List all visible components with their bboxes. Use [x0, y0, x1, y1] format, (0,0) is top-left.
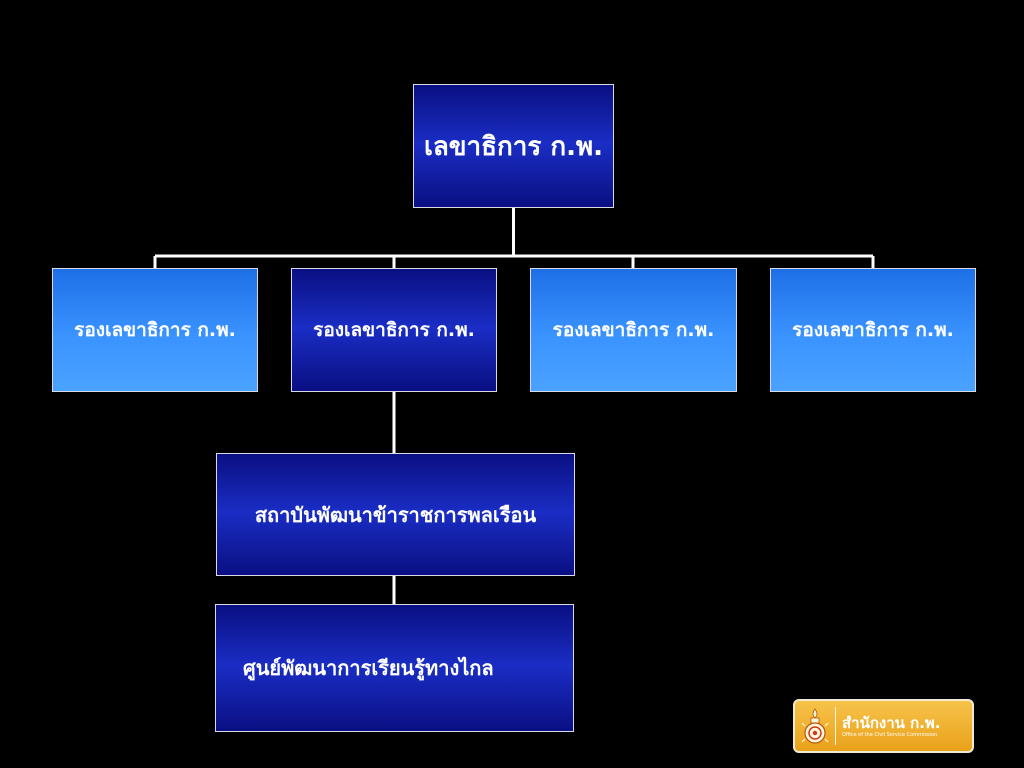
logo-text: สำนักงาน ก.พ. Office of the Civil Servic… [842, 714, 941, 739]
center-label: ศูนย์พัฒนาการเรียนรู้ทางไกล [243, 656, 494, 680]
deputy-secretary-label: รองเลขาธิการ ก.พ. [552, 319, 715, 341]
ocsc-logo: สำนักงาน ก.พ. Office of the Civil Servic… [793, 699, 974, 753]
institute-label: สถาบันพัฒนาข้าราชการพลเรือน [254, 502, 537, 527]
civil-service-development-institute-box: สถาบันพัฒนาข้าราชการพลเรือน [216, 453, 575, 576]
secretary-general-label: เลขาธิการ ก.พ. [423, 131, 604, 162]
logo-divider [835, 707, 836, 745]
secretary-general-box: เลขาธิการ ก.พ. [413, 84, 614, 208]
deputy-secretary-label: รองเลขาธิการ ก.พ. [74, 319, 236, 341]
logo-english-name: Office of the Civil Service Commission [842, 731, 938, 738]
distance-learning-center-box: ศูนย์พัฒนาการเรียนรู้ทางไกล [215, 604, 574, 732]
deputy-secretary-box-2: รองเลขาธิการ ก.พ. [291, 268, 497, 392]
deputy-secretary-box-1: รองเลขาธิการ ก.พ. [52, 268, 258, 392]
deputy-secretary-box-3: รองเลขาธิการ ก.พ. [530, 268, 737, 392]
deputy-secretary-box-4: รองเลขาธิการ ก.พ. [770, 268, 976, 392]
ocsc-emblem-icon [795, 703, 835, 749]
deputy-secretary-label: รองเลขาธิการ ก.พ. [792, 319, 954, 341]
deputy-secretary-label: รองเลขาธิการ ก.พ. [313, 319, 475, 341]
logo-thai-name: สำนักงาน ก.พ. [842, 713, 941, 732]
